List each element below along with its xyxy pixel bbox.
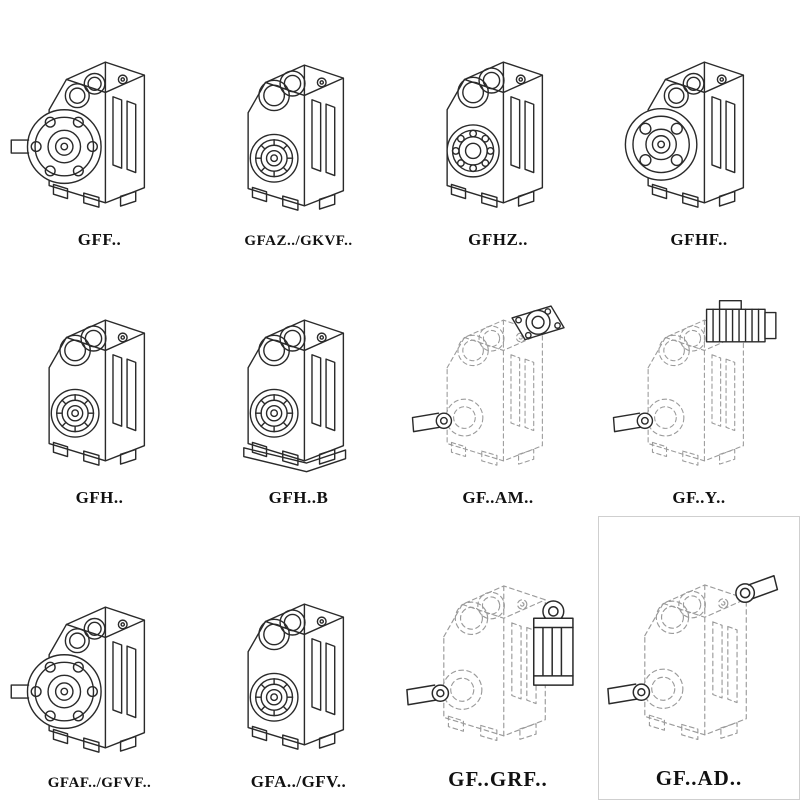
- gearbox-drawing: [601, 542, 797, 764]
- product-label: GFHZ..: [468, 230, 528, 249]
- product-label: GF..Y..: [672, 488, 726, 507]
- product-label: GFF..: [77, 230, 122, 249]
- gearbox-figure: [447, 62, 542, 207]
- product-cell-gf-grf: GF..GRF..: [398, 516, 598, 800]
- product-label: GFH..: [75, 488, 124, 507]
- gearbox-figure: [625, 62, 743, 207]
- product-label: GFHF..: [670, 230, 728, 249]
- gearbox-figure: [613, 301, 775, 466]
- gearbox-drawing: [207, 282, 391, 486]
- product-cell-gfhf: GFHF..: [598, 0, 800, 258]
- product-label: GFH..B: [268, 488, 329, 507]
- product-cell-gfa-gfv: GFA../GFV..: [199, 516, 398, 800]
- product-label: GF..AD..: [655, 766, 743, 790]
- gearbox-drawing: [406, 282, 590, 486]
- gearbox-drawing: [8, 282, 192, 486]
- gearbox-figure: [248, 65, 343, 210]
- product-cell-gfh: GFH..: [0, 258, 199, 516]
- product-cell-gfaf-gfvf: GFAF../GFVF..: [0, 516, 199, 800]
- gearbox-figure: [248, 604, 343, 749]
- gearbox-drawing: [207, 566, 391, 770]
- gearbox-figure: [608, 576, 777, 740]
- gearbox-drawing: [8, 569, 192, 773]
- product-cell-gfhz: GFHZ..: [398, 0, 598, 258]
- gearbox-figure: [49, 320, 144, 465]
- gearbox-drawing: [8, 24, 192, 228]
- gearbox-figure: [412, 306, 564, 465]
- gearbox-figure: [243, 320, 345, 472]
- gearbox-figure: [11, 62, 144, 207]
- product-label: GFAZ../GKVF..: [244, 233, 353, 249]
- gearbox-drawing: [406, 24, 590, 228]
- gearbox-drawing: [207, 27, 391, 231]
- product-label: GF..GRF..: [448, 767, 548, 791]
- product-cell-gf-y: GF..Y..: [598, 258, 800, 516]
- gearbox-drawing: [400, 543, 596, 765]
- gearbox-figure: [11, 607, 144, 752]
- product-label: GF..AM..: [462, 488, 534, 507]
- product-cell-gff: GFF..: [0, 0, 199, 258]
- gearbox-drawing: [607, 282, 791, 486]
- product-label: GFA../GFV..: [250, 772, 347, 791]
- product-cell-gf-am: GF..AM..: [398, 258, 598, 516]
- gearbox-figure: [407, 586, 573, 740]
- product-cell-gfh-b: GFH..B: [199, 258, 398, 516]
- gearbox-drawing: [607, 24, 791, 228]
- product-label: GFAF../GFVF..: [47, 775, 152, 791]
- product-cell-gf-ad: GF..AD..: [598, 516, 800, 800]
- product-cell-gfaz-gkvf: GFAZ../GKVF..: [199, 0, 398, 258]
